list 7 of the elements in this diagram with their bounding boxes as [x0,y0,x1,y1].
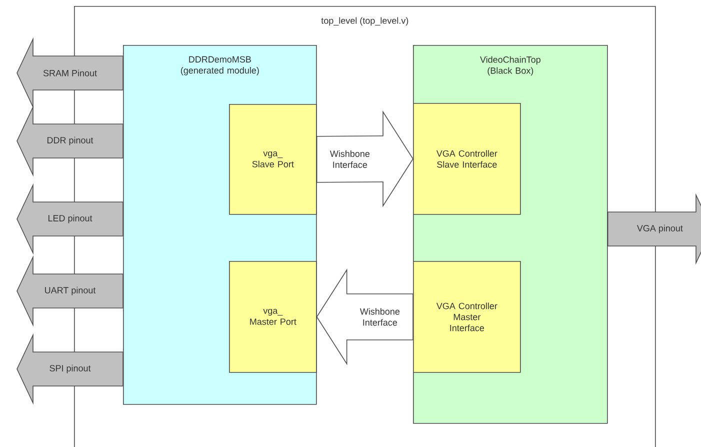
interface-box: VGA Controller Master Interface [413,261,521,373]
pinout-arrow [16,333,124,405]
interface-box: vga_ Master Port [229,261,317,373]
edge-label: Wishbone Interface [354,307,406,327]
edge-label: Wishbone Interface [324,149,376,169]
interface-box: VGA Controller Slave Interface [413,103,521,215]
interface-box: vga_ Slave Port [229,104,317,215]
